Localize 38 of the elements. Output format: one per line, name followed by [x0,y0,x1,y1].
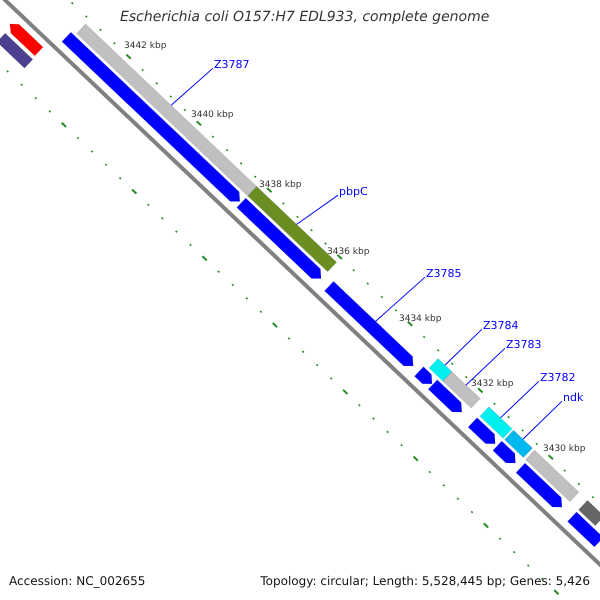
leader-line [444,328,482,366]
map-title: Escherichia coli O157:H7 EDL933, complete genome [120,9,490,26]
gene-block [428,379,462,412]
gene-label: Z3784 [482,319,520,332]
gene-block [567,512,600,548]
gene-block [414,366,432,384]
leader-line [466,348,506,386]
gene-block [492,440,516,464]
gene-block [236,198,322,279]
scale-label: 3432 kbp [471,379,514,390]
gene-block [504,430,533,458]
gene-block [0,32,34,69]
scale-label: 3430 kbp [543,444,586,455]
scale-label: 3436 kbp [327,247,370,258]
gene-label: Z3782 [539,371,577,384]
gene-block [516,462,562,508]
gene-label: ndk [562,391,584,404]
accession-text: Accession: NC_002655 [9,574,146,588]
leader-line [375,276,426,322]
leader-line [170,68,214,106]
scale-label: 3434 kbp [399,314,442,325]
gene-block [578,500,600,526]
scale-label: 3442 kbp [124,41,166,52]
leader-line [500,380,540,418]
gene-label: Z3785 [425,267,463,280]
scale-label: 3438 kbp [259,180,302,191]
gene-block [10,24,44,56]
gene-block [480,406,512,439]
gene-block [76,24,258,196]
scale-label: 3440 kbp [191,110,234,121]
genome-info-text: Topology: circular; Length: 5,528,445 bp; Genes: 5,426 [260,574,590,588]
leader-line [296,194,338,225]
gene-block [468,417,496,444]
gene-label: Z3787 [213,58,251,72]
gene-label: pbpC [338,185,369,198]
gene-block [428,358,452,382]
leader-line [522,400,562,440]
gene-label: Z3783 [505,338,543,352]
